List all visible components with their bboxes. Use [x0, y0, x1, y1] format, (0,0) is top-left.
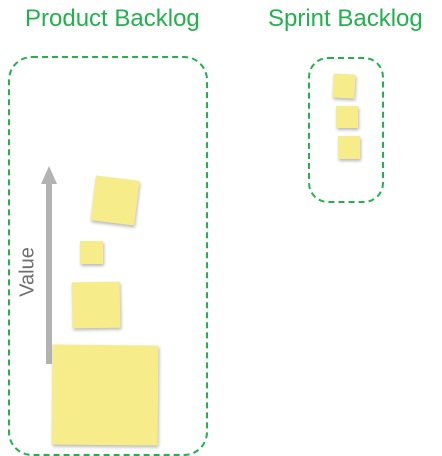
product-backlog-title: Product Backlog [25, 5, 200, 32]
product-backlog-note [80, 241, 103, 264]
value-axis-label: Value [16, 247, 39, 297]
sprint-backlog-note [332, 73, 356, 99]
value-arrow-shaft [46, 184, 52, 364]
sprint-backlog-title: Sprint Backlog [268, 5, 423, 32]
product-backlog-note [71, 281, 121, 329]
product-backlog-note [90, 175, 140, 226]
value-arrow-head [41, 166, 57, 184]
product-backlog-note [51, 344, 159, 446]
sprint-backlog-note [336, 106, 358, 128]
sprint-backlog-frame [308, 57, 384, 203]
sprint-backlog-note [338, 136, 360, 159]
